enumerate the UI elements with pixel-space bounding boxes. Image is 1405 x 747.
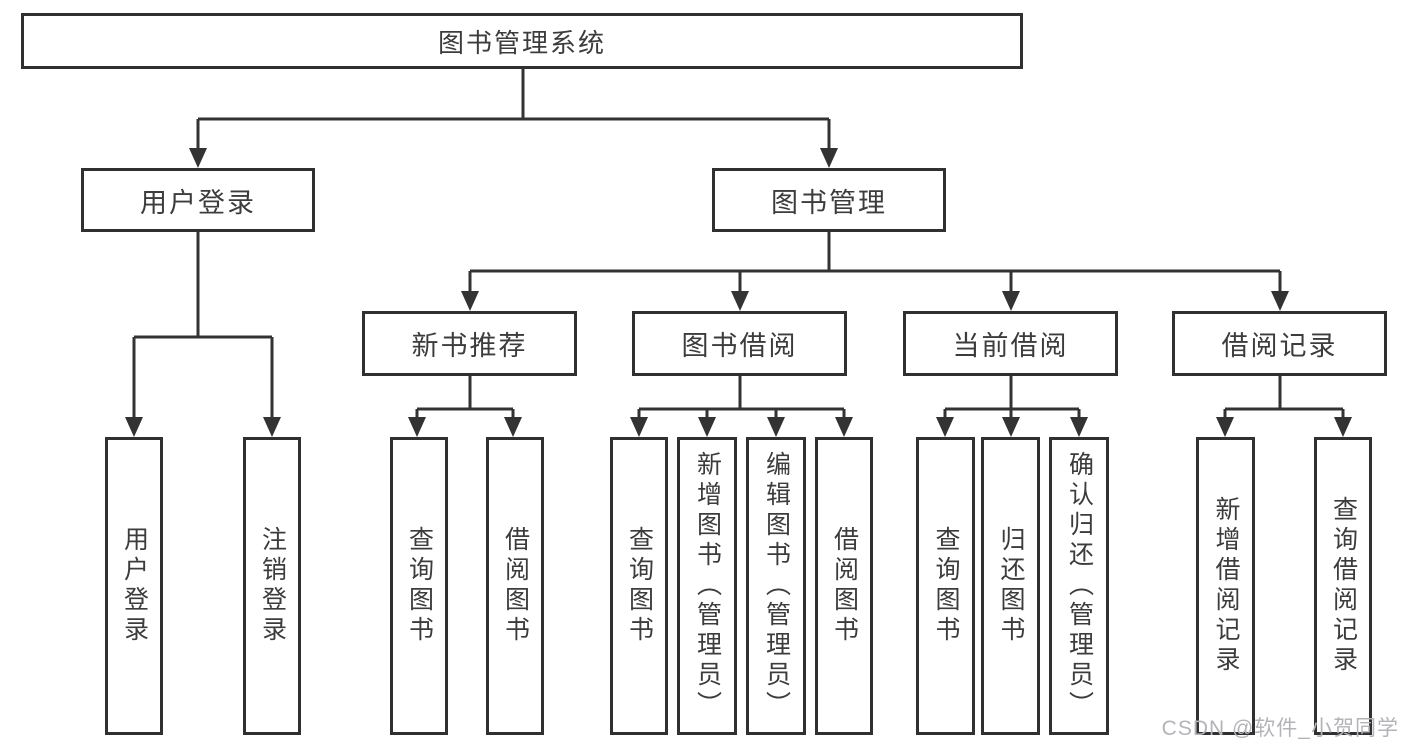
node-library-management-system: 图书管理系统 <box>21 13 1023 69</box>
leaf-return-books: 归还图书 <box>981 437 1040 735</box>
node-book-borrowing: 图书借阅 <box>632 311 847 376</box>
node-label: 图书管理系统 <box>437 27 606 58</box>
node-current-borrowing: 当前借阅 <box>903 311 1118 376</box>
leaf-label: 编辑图书（管理员） <box>762 451 791 721</box>
node-label: 图书管理 <box>771 187 887 218</box>
leaf-label: 查询图书 <box>405 526 434 646</box>
leaf-label: 新增图书（管理员） <box>693 451 722 721</box>
node-label: 图书借阅 <box>681 331 798 361</box>
node-label: 借阅记录 <box>1221 331 1338 361</box>
node-new-book-recommend: 新书推荐 <box>362 311 577 376</box>
leaf-confirm-return-admin: 确认归还（管理员） <box>1049 437 1109 735</box>
leaf-query-books-current: 查询图书 <box>916 437 975 735</box>
node-label: 用户登录 <box>140 187 256 218</box>
leaf-label: 归还图书 <box>997 526 1025 646</box>
leaf-add-books-admin: 新增图书（管理员） <box>677 437 737 735</box>
leaf-label: 借阅图书 <box>830 526 859 646</box>
leaf-label: 借阅图书 <box>501 526 530 646</box>
node-user-login: 用户登录 <box>81 168 315 232</box>
leaf-label: 查询借阅记录 <box>1329 496 1358 676</box>
leaf-logout: 注销登录 <box>243 437 301 735</box>
leaf-user-login: 用户登录 <box>105 437 163 735</box>
node-book-management: 图书管理 <box>712 168 946 232</box>
arrowheads <box>125 148 1352 437</box>
node-label: 新书推荐 <box>411 331 528 361</box>
leaf-label: 用户登录 <box>120 526 149 646</box>
leaf-label: 新增借阅记录 <box>1212 496 1240 676</box>
leaf-borrow-books: 借阅图书 <box>815 437 873 735</box>
leaf-query-books-borrowing: 查询图书 <box>610 437 668 735</box>
leaf-edit-books-admin: 编辑图书（管理员） <box>746 437 806 735</box>
leaf-label: 确认归还（管理员） <box>1065 451 1094 721</box>
leaf-query-books-recommend: 查询图书 <box>390 437 448 735</box>
leaf-label: 注销登录 <box>258 526 287 646</box>
node-borrowing-records: 借阅记录 <box>1172 311 1387 376</box>
leaf-label: 查询图书 <box>932 526 960 646</box>
node-label: 当前借阅 <box>952 331 1069 361</box>
leaf-label: 查询图书 <box>625 526 654 646</box>
leaf-query-borrow-record: 查询借阅记录 <box>1314 437 1372 735</box>
leaf-add-borrow-record: 新增借阅记录 <box>1196 437 1255 735</box>
leaf-borrow-books-recommend: 借阅图书 <box>486 437 544 735</box>
